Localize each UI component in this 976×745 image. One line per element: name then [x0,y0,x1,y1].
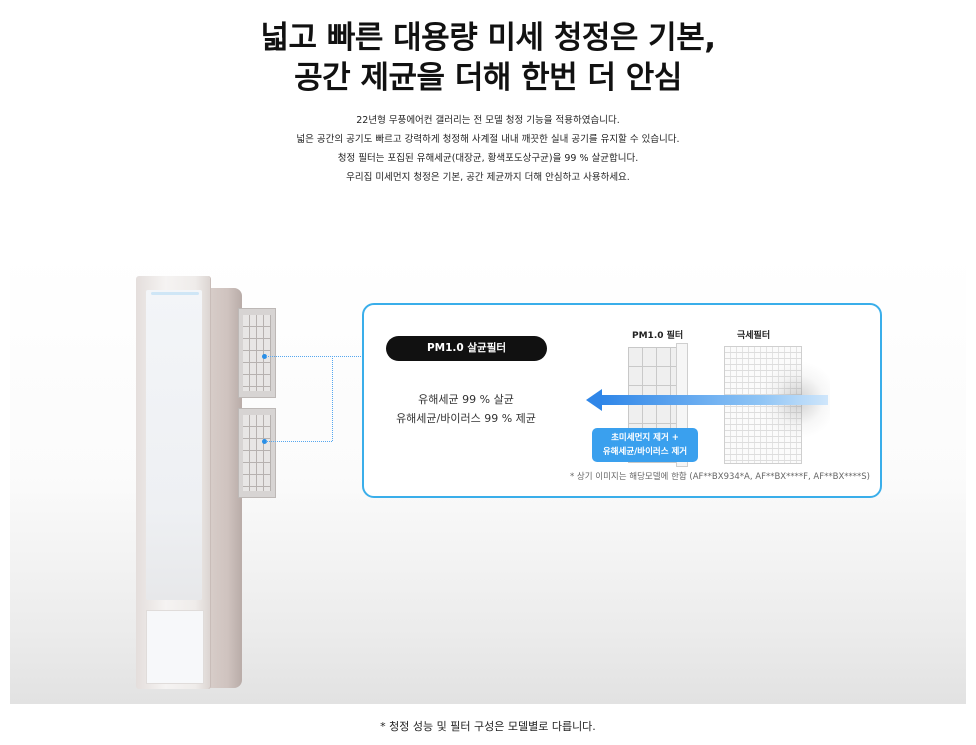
badge-line-1: 초미세먼지 제거 + [611,433,679,443]
removal-badge: 초미세먼지 제거 + 유해세균/바이러스 제거 [592,428,698,462]
filter-grill-lower [243,415,271,491]
filter-claims: 유해세균 99 % 살균 유해세균/바이러스 99 % 제균 [362,390,570,428]
filter-drawer-upper [238,308,276,398]
filter-grill-upper [243,315,271,391]
callout-line-vertical [332,356,333,441]
airflow-arrow-icon [600,395,828,405]
description-line-3: 청정 필터는 포집된 유해세균(대장균, 황색포도상구균)을 99 % 살균합니… [337,153,639,164]
airflow-arrow-head-icon [586,389,602,411]
callout-dot-lower [262,439,267,444]
badge-line-2: 유해세균/바이러스 제거 [602,447,688,457]
air-conditioner-light-strip [151,292,199,295]
description-line-1: 22년형 무풍에어컨 갤러리는 전 모델 청정 기능을 적용하였습니다. [356,115,620,126]
air-conditioner-side-panel [206,288,242,688]
claim-virus-removal: 유해세균/바이러스 99 % 제균 [396,412,536,425]
callout-line-upper [266,356,361,357]
model-note: * 상기 이미지는 해당모델에 한함 (AF**BX934*A, AF**BX*… [569,472,870,482]
filter-name-pill: PM1.0 살균필터 [386,336,547,361]
claim-sterilization: 유해세균 99 % 살균 [418,393,514,406]
callout-dot-upper [262,354,267,359]
headline: 넓고 빠른 대용량 미세 청정은 기본, 공간 제균을 더해 한번 더 안심 [0,18,976,98]
air-conditioner-glass-panel [146,290,202,600]
description-line-2: 넓은 공간의 공기도 빠르고 강력하게 청정해 사계절 내내 깨끗한 실내 공기… [296,134,680,145]
filter-drawer-lower [238,408,276,498]
footnote: * 청정 성능 및 필터 구성은 모델별로 다릅니다. [380,720,596,733]
air-conditioner-illustration [136,276,242,691]
callout-line-lower [266,441,332,442]
pm-filter-label: PM1.0 필터 [632,331,684,341]
hepa-filter-label: 극세필터 [737,331,771,341]
headline-line-2: 공간 제균을 더해 한번 더 안심 [294,60,682,96]
air-conditioner-bottom-panel [146,610,204,684]
air-conditioner-front-panel [136,276,210,689]
headline-line-1: 넓고 빠른 대용량 미세 청정은 기본, [260,20,716,56]
description: 22년형 무풍에어컨 갤러리는 전 모델 청정 기능을 적용하였습니다. 넓은 … [0,111,976,187]
hepa-filter-image [724,346,802,464]
description-line-4: 우리집 미세먼지 청정은 기본, 공간 제균까지 더해 안심하고 사용하세요. [346,172,630,183]
